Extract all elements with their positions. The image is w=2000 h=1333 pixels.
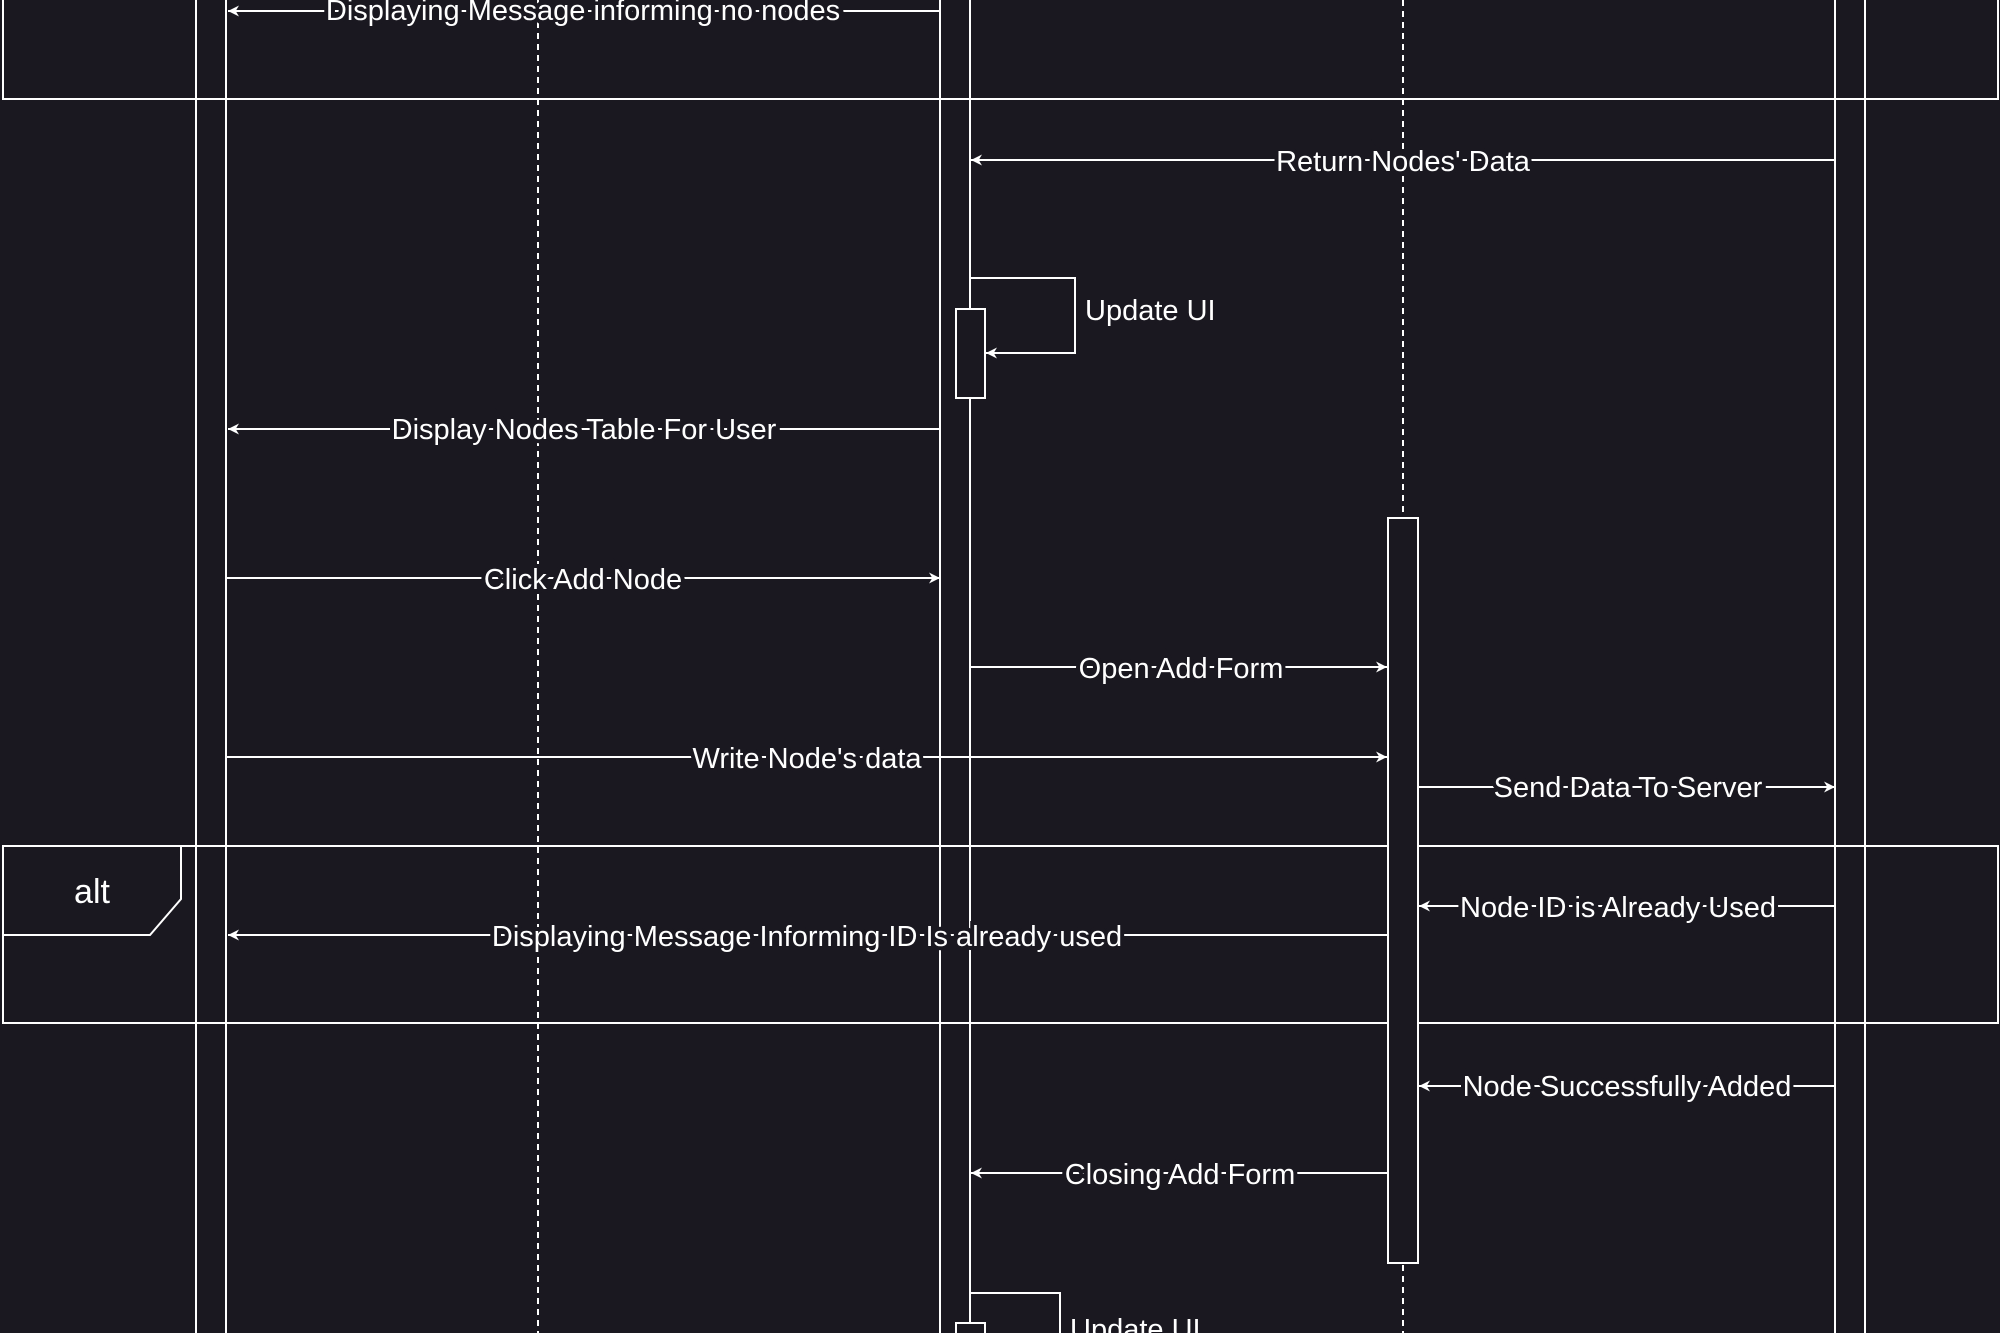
message-label: Node Successfully Added — [1463, 1071, 1792, 1103]
frame-alt-tab — [3, 846, 182, 936]
message-label: Closing Add Form — [1065, 1159, 1296, 1191]
message-label: Update UI — [1070, 1314, 1201, 1333]
message-label: Click Add Node — [484, 564, 682, 596]
message-update-ui-1: Update UI — [971, 277, 1220, 359]
lifelines — [195, 0, 1866, 1333]
message-click-add-node: Click Add Node — [226, 560, 940, 600]
message-node-successfully-added: Node Successfully Added — [1419, 1067, 1835, 1107]
message-label: Send Data To Server — [1494, 772, 1763, 804]
message-open-add-form: Open Add Form — [971, 649, 1387, 689]
message-closing-add-form: Closing Add Form — [971, 1155, 1388, 1195]
message-label: Return Nodes' Data — [1276, 146, 1531, 178]
activation-form — [1387, 517, 1419, 1264]
frame-top-partial — [2, 0, 1999, 100]
message-update-ui-2: Update UI — [971, 1292, 1201, 1333]
activation-ui-2 — [955, 1322, 986, 1333]
message-label: Node ID is Already Used — [1460, 892, 1776, 924]
message-node-id-already-used: Node ID is Already Used — [1419, 888, 1835, 928]
message-return-nodes-data: Return Nodes' Data — [971, 142, 1835, 182]
message-write-node-data: Write Node's data — [226, 739, 1387, 779]
message-label: Displaying Message informing no nodes — [326, 0, 840, 27]
frame-alt: alt — [2, 845, 1999, 1024]
message-label: Update UI — [1085, 295, 1216, 327]
lifeline-server-bar — [1834, 0, 1866, 1333]
message-label: Displaying Message Informing ID Is alrea… — [492, 921, 1122, 953]
message-label: Open Add Form — [1079, 653, 1284, 685]
message-send-data-to-server: Send Data To Server — [1418, 768, 1835, 808]
message-label: Write Node's data — [692, 743, 922, 775]
message-display-nodes-table: Display Nodes Table For User — [228, 410, 940, 450]
activation-ui-1 — [955, 308, 986, 399]
message-label: Display Nodes Table For User — [392, 414, 777, 446]
frame-alt-label: alt — [74, 873, 110, 911]
message-displaying-id-used: Displaying Message Informing ID Is alrea… — [228, 917, 1388, 957]
activations — [955, 308, 1419, 1333]
lifeline-user-bar — [195, 0, 227, 1333]
message-displaying-no-nodes: Displaying Message informing no nodes — [228, 0, 940, 31]
lifeline-ui-bar — [939, 0, 971, 1333]
